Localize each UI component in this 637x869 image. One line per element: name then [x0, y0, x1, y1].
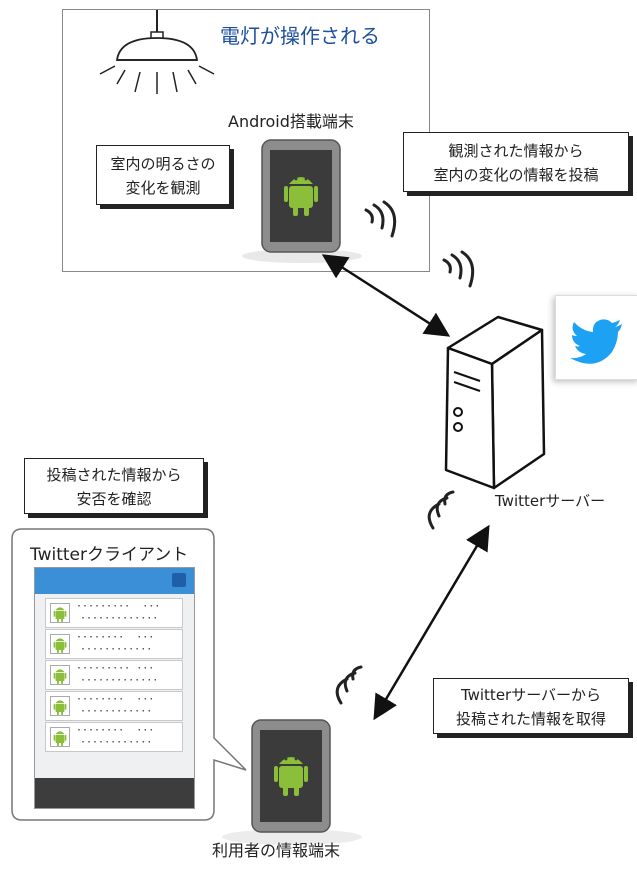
tweet-text-line1: ········ ···: [76, 632, 155, 643]
server-label: Twitterサーバー: [495, 492, 606, 510]
note-post-line1: 観測された情報から: [448, 142, 584, 160]
client-title: Twitterクライアント: [30, 545, 189, 565]
client-footer: [35, 778, 194, 808]
server-icon: [444, 315, 546, 490]
android-avatar-icon: [50, 603, 70, 623]
note-confirm-safety: 投稿された情報から 安否を確認: [24, 458, 204, 514]
client-header: [35, 568, 194, 594]
note-post-info: 観測された情報から 室内の変化の情報を投稿: [403, 132, 629, 192]
wireless-signal-icon: [427, 490, 455, 530]
user-device-label: 利用者の情報端末: [212, 841, 341, 860]
note-fetch-info: Twitterサーバーから 投稿された情報を取得: [433, 678, 629, 734]
ceiling-lamp-icon: [99, 10, 215, 94]
room-title: 電灯が操作される: [220, 24, 380, 48]
tweet-text-line1: ········· ···: [76, 663, 155, 674]
twitter-logo-card: [555, 295, 637, 380]
android-phone-room: [242, 139, 362, 263]
tweet-text-line2: ············: [80, 644, 153, 655]
note-observe-line2: 変化を観測: [125, 179, 201, 197]
note-confirm-line1: 投稿された情報から: [46, 466, 182, 484]
wireless-signal-icon: [335, 665, 363, 705]
note-fetch-line1: Twitterサーバーから: [460, 686, 602, 704]
tweet-text-line1: ········ ···: [76, 694, 155, 705]
android-robot-icon: [274, 757, 308, 796]
tweet-text-line2: ············: [80, 706, 153, 717]
tweet-text-line2: ············: [80, 737, 153, 748]
tweet-row[interactable]: ········ ···············: [45, 629, 183, 659]
android-avatar-icon: [50, 696, 70, 716]
tweet-text-line2: ·············: [80, 675, 159, 686]
android-avatar-icon: [50, 665, 70, 685]
tweet-row[interactable]: ········· ················: [45, 660, 183, 690]
tweet-row[interactable]: ········ ···············: [45, 691, 183, 721]
android-phone-user: [222, 719, 362, 845]
note-observe-line1: 室内の明るさの: [110, 155, 216, 173]
arrow-phone-server: [321, 254, 451, 337]
android-robot-icon: [284, 177, 318, 216]
tweet-text-line1: ········· ···: [76, 601, 161, 612]
note-observe-brightness: 室内の明るさの 変化を観測: [96, 145, 230, 205]
tweet-row[interactable]: ········ ···············: [45, 722, 183, 752]
note-post-line2: 室内の変化の情報を投稿: [433, 166, 599, 184]
tweet-row[interactable]: ········· ················: [45, 598, 183, 628]
note-confirm-line2: 安否を確認: [76, 490, 152, 508]
twitter-bird-icon: [570, 319, 622, 364]
note-fetch-line2: 投稿された情報を取得: [455, 710, 606, 728]
android-device-label: Android搭載端末: [228, 112, 354, 131]
tweet-text-line2: ·············: [80, 613, 159, 624]
android-avatar-icon: [50, 634, 70, 654]
menu-icon[interactable]: [172, 573, 186, 587]
wireless-signal-icon: [364, 200, 397, 238]
android-avatar-icon: [50, 727, 70, 747]
tweet-list: ········· ························ ·····…: [45, 598, 183, 753]
client-app-screen: ········· ························ ·····…: [34, 567, 195, 809]
tweet-text-line1: ········ ···: [76, 725, 155, 736]
arrow-server-user: [373, 524, 490, 721]
